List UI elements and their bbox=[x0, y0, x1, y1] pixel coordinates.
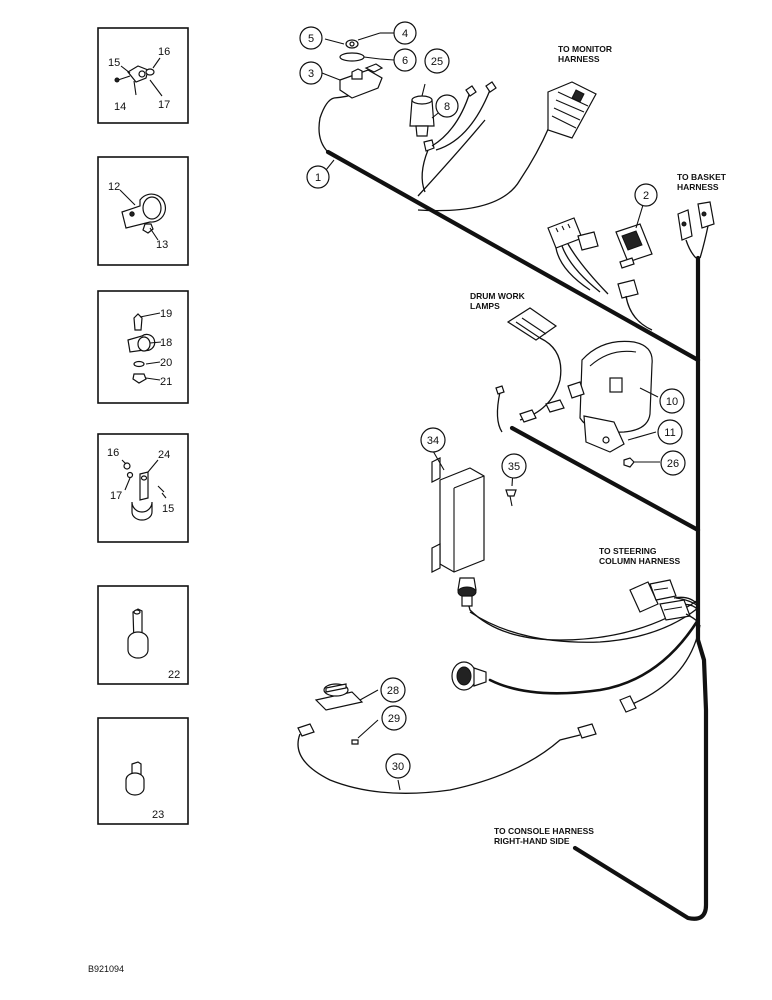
caption-console-line-1: TO CONSOLE HARNESS bbox=[494, 826, 594, 836]
inset-box-3: 19 18 20 21 bbox=[97, 290, 189, 404]
screw-35 bbox=[505, 469, 517, 507]
lower-branch-wires bbox=[465, 594, 701, 706]
callout-10-number: 10 bbox=[666, 396, 678, 408]
callout-30: 30 bbox=[385, 753, 411, 779]
callout-8: 8 bbox=[435, 94, 459, 118]
callout-26-number: 26 bbox=[667, 458, 679, 470]
callout-29-number: 29 bbox=[388, 713, 400, 725]
callout-25-number: 25 bbox=[431, 56, 443, 68]
inset-box-1-label-4: 17 bbox=[158, 99, 170, 111]
rocker-switch bbox=[615, 204, 653, 331]
callout-5: 5 bbox=[299, 26, 323, 50]
basket-connector bbox=[677, 201, 715, 259]
inset-box-5: 22 bbox=[97, 585, 189, 685]
callout-29: 29 bbox=[381, 705, 407, 731]
inset-box-6: 23 bbox=[97, 717, 189, 825]
caption-drum-line-1: DRUM WORK bbox=[470, 291, 526, 301]
callout-1: 1 bbox=[306, 159, 335, 189]
callout-3-number: 3 bbox=[308, 68, 314, 80]
switch-assembly bbox=[321, 32, 384, 99]
callout-25: 25 bbox=[424, 48, 450, 74]
caption-monitor-line-1: TO MONITOR bbox=[558, 44, 612, 54]
inset-box-1-label-2: 16 bbox=[158, 46, 170, 58]
caption-monitor-line-2: HARNESS bbox=[558, 54, 600, 64]
callout-30-number: 30 bbox=[392, 761, 404, 773]
callout-2-number: 2 bbox=[643, 190, 649, 202]
inset-box-3-label-2: 18 bbox=[160, 337, 172, 349]
relay-connectors bbox=[547, 217, 609, 295]
callout-8-number: 8 bbox=[444, 101, 450, 113]
caption-drum-line-2: LAMPS bbox=[470, 301, 500, 311]
callout-34: 34 bbox=[420, 427, 446, 453]
callout-10: 10 bbox=[659, 388, 685, 414]
inset-box-4: 16 24 17 15 bbox=[97, 433, 189, 543]
caption-steering-column-harness: TO STEERING COLUMN HARNESS bbox=[599, 546, 681, 566]
steering-connectors bbox=[629, 579, 699, 623]
callout-3: 3 bbox=[299, 61, 323, 85]
inset-box-2-label-1: 12 bbox=[108, 181, 120, 193]
callout-35-number: 35 bbox=[508, 461, 520, 473]
callout-11-number: 11 bbox=[664, 427, 675, 439]
callout-34-number: 34 bbox=[427, 435, 439, 447]
callout-5-number: 5 bbox=[308, 33, 314, 45]
callout-4-number: 4 bbox=[402, 28, 408, 40]
figure-id: B921094 bbox=[88, 964, 124, 974]
callout-26: 26 bbox=[660, 450, 686, 476]
inset-box-1: 15 16 14 17 bbox=[97, 27, 189, 124]
callout-28-number: 28 bbox=[387, 685, 399, 697]
inset-box-4-label-4: 15 bbox=[162, 503, 174, 515]
inset-box-2-label-2: 13 bbox=[156, 239, 168, 251]
caption-monitor-harness: TO MONITOR HARNESS bbox=[558, 44, 612, 64]
inset-box-1-label-1: 15 bbox=[108, 57, 120, 69]
inset-box-4-label-3: 17 bbox=[110, 490, 122, 502]
caption-basket-line-2: HARNESS bbox=[677, 182, 719, 192]
lamp-socket bbox=[409, 81, 497, 197]
caption-basket-line-1: TO BASKET bbox=[677, 172, 727, 182]
caption-drum-work-lamps: DRUM WORK LAMPS bbox=[470, 291, 526, 311]
control-module bbox=[431, 450, 485, 573]
callout-6: 6 bbox=[379, 48, 417, 72]
work-lamp-assembly bbox=[495, 307, 659, 433]
inset-box-2: 12 13 bbox=[97, 156, 189, 266]
caption-console-line-2: RIGHT-HAND SIDE bbox=[494, 836, 570, 846]
callout-35: 35 bbox=[501, 453, 527, 479]
callout-11: 11 bbox=[657, 419, 683, 445]
inset-box-5-label-1: 22 bbox=[168, 669, 180, 681]
callout-4: 4 bbox=[380, 21, 417, 45]
inset-box-3-label-3: 20 bbox=[160, 357, 172, 369]
callout-1-number: 1 bbox=[315, 172, 321, 184]
main-harness bbox=[318, 83, 709, 921]
inset-box-4-label-2: 24 bbox=[158, 449, 170, 461]
callout-28: 28 bbox=[380, 677, 406, 703]
callout-2: 2 bbox=[634, 183, 658, 207]
inset-box-1-label-3: 14 bbox=[114, 101, 126, 113]
callout-6-number: 6 bbox=[402, 55, 408, 67]
caption-steering-line-2: COLUMN HARNESS bbox=[599, 556, 681, 566]
caption-console-harness: TO CONSOLE HARNESS RIGHT-HAND SIDE bbox=[494, 826, 594, 846]
caption-steering-line-1: TO STEERING bbox=[599, 546, 657, 556]
sender-assembly bbox=[297, 683, 597, 794]
inset-box-6-label-1: 23 bbox=[152, 809, 164, 821]
inset-box-3-label-4: 21 bbox=[160, 376, 172, 388]
inset-box-4-label-1: 16 bbox=[107, 447, 119, 459]
inset-box-3-label-1: 19 bbox=[160, 308, 172, 320]
lamp-bracket bbox=[583, 415, 660, 468]
monitor-connector bbox=[417, 81, 597, 212]
caption-basket-harness: TO BASKET HARNESS bbox=[677, 172, 727, 192]
grommets bbox=[451, 577, 637, 713]
